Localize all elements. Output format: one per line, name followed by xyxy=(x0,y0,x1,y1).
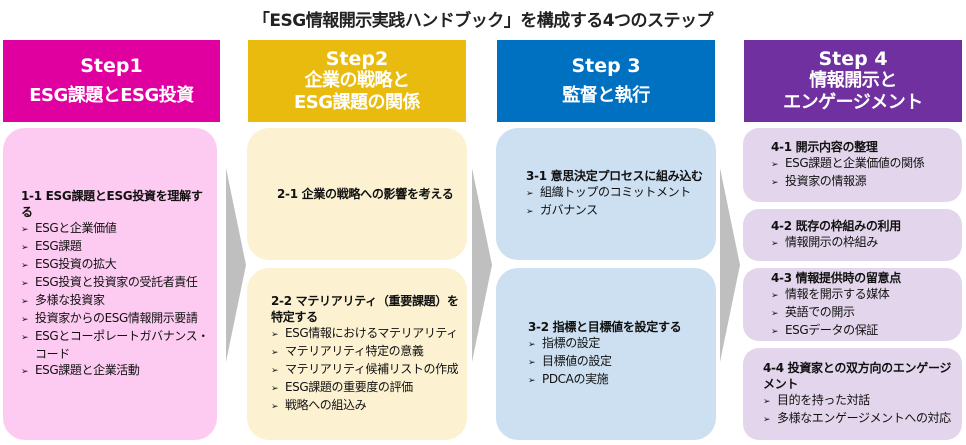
step1-subtitle: ESG課題とESG投資 xyxy=(29,85,194,106)
section-title: 3-1 意思決定プロセスに組み込む xyxy=(526,169,703,183)
step4-header: Step 4 情報開示と エンゲージメント xyxy=(744,40,962,122)
section-title: 4-1 開示内容の整理 xyxy=(771,140,878,154)
list-item: ➢ESG投資の拡大 xyxy=(21,256,209,274)
section-title: 4-4 投資家との双方向のエンゲージメント xyxy=(763,361,952,391)
arrowhead-bullet-icon: ➢ xyxy=(21,367,29,377)
section-title: 1-1 ESG課題とESG投資を理解する xyxy=(21,189,203,219)
list-item: ➢ESG課題と企業価値の関係 xyxy=(771,155,954,173)
section-4-4: 4-4 投資家との双方向のエンゲージメント ➢目的を持った対話 ➢多様なエンゲー… xyxy=(743,348,962,440)
list-item: ➢多様な投資家 xyxy=(21,292,209,310)
section-4-3-list: ➢情報を開示する媒体 ➢英語での開示 ➢ESGデータの保証 xyxy=(771,286,954,340)
section-3-2-list: ➢指標の設定 ➢目標値の設定 ➢PDCAの実施 xyxy=(528,335,708,389)
list-item: ➢マテリアリティ特定の意義 xyxy=(271,343,459,361)
step3-subtitle: 監督と執行 xyxy=(562,85,650,106)
section-2-1: 2-1 企業の戦略への影響を考える xyxy=(247,128,467,260)
arrowhead-bullet-icon: ➢ xyxy=(771,178,779,188)
arrowhead-bullet-icon: ➢ xyxy=(21,315,29,325)
section-4-2: 4-2 既存の枠組みの利用 ➢情報開示の枠組み xyxy=(743,209,962,261)
section-2-2: 2-2 マテリアリティ（重要課題）を特定する ➢ESG情報におけるマテリアリティ… xyxy=(247,268,467,440)
list-item: ➢英語での開示 xyxy=(771,304,954,322)
list-item: ➢組織トップのコミットメント xyxy=(526,184,708,202)
step1-header: Step1 ESG課題とESG投資 xyxy=(3,40,220,122)
arrowhead-bullet-icon: ➢ xyxy=(526,207,534,217)
arrow-step1-to-step2 xyxy=(226,168,246,362)
list-item: ➢目的を持った対話 xyxy=(763,392,954,410)
arrowhead-bullet-icon: ➢ xyxy=(763,415,771,425)
list-item: ➢ESG投資と投資家の受託者責任 xyxy=(21,274,209,292)
arrowhead-bullet-icon: ➢ xyxy=(21,225,29,235)
arrowhead-bullet-icon: ➢ xyxy=(771,308,779,319)
list-item: ➢マテリアリティ候補リストの作成 xyxy=(271,361,459,379)
arrowhead-bullet-icon: ➢ xyxy=(271,330,279,340)
list-item: ➢情報を開示する媒体 xyxy=(771,286,954,304)
step4-subtitle: 情報開示と エンゲージメント xyxy=(783,70,923,113)
list-item: ➢指標の設定 xyxy=(528,335,708,353)
section-title: 2-1 企業の戦略への影響を考える xyxy=(277,187,454,201)
arrowhead-bullet-icon: ➢ xyxy=(771,290,779,301)
step2-subtitle: 企業の戦略と ESG課題の関係 xyxy=(293,70,421,113)
arrowhead-bullet-icon: ➢ xyxy=(528,340,536,350)
section-4-2-list: ➢情報開示の枠組み xyxy=(771,234,954,252)
section-4-1: 4-1 開示内容の整理 ➢ESG課題と企業価値の関係 ➢投資家の情報源 xyxy=(743,128,962,202)
list-item: ➢ESGデータの保証 xyxy=(771,322,954,340)
list-item: ➢ガバナンス xyxy=(526,202,708,220)
list-item: ➢投資家からのESG情報開示要請 xyxy=(21,310,209,328)
list-item: ➢ESG課題の重要度の評価 xyxy=(271,379,459,397)
section-title: 2-2 マテリアリティ（重要課題）を特定する xyxy=(271,294,459,324)
page-title: 「ESG情報開示実践ハンドブック」を構成する4つのステップ xyxy=(252,11,714,31)
arrowhead-bullet-icon: ➢ xyxy=(21,297,29,307)
list-item: ➢投資家の情報源 xyxy=(771,173,954,191)
section-3-1-list: ➢組織トップのコミットメント ➢ガバナンス xyxy=(526,184,708,220)
arrowhead-bullet-icon: ➢ xyxy=(271,402,279,412)
step3-header: Step 3 監督と執行 xyxy=(497,40,715,122)
list-item: ➢PDCAの実施 xyxy=(528,371,708,389)
section-title: 4-3 情報提供時の留意点 xyxy=(771,270,901,285)
section-4-3: 4-3 情報提供時の留意点 ➢情報を開示する媒体 ➢英語での開示 ➢ESGデータ… xyxy=(743,268,962,341)
step2-header: Step2 企業の戦略と ESG課題の関係 xyxy=(248,40,466,122)
arrowhead-bullet-icon: ➢ xyxy=(271,384,279,394)
section-4-1-list: ➢ESG課題と企業価値の関係 ➢投資家の情報源 xyxy=(771,155,954,191)
arrowhead-bullet-icon: ➢ xyxy=(526,189,534,199)
arrowhead-bullet-icon: ➢ xyxy=(771,239,779,249)
list-item: ➢ESG情報におけるマテリアリティ xyxy=(271,325,459,343)
arrowhead-bullet-icon: ➢ xyxy=(21,279,29,289)
arrowhead-bullet-icon: ➢ xyxy=(528,358,536,368)
section-1-1: 1-1 ESG課題とESG投資を理解する ➢ESGと企業価値 ➢ESG課題 ➢E… xyxy=(3,128,217,440)
arrowhead-bullet-icon: ➢ xyxy=(771,160,779,170)
list-item: ➢戦略への組込み xyxy=(271,397,459,415)
list-item: ➢多様なエンゲージメントへの対応 xyxy=(763,410,954,428)
arrowhead-bullet-icon: ➢ xyxy=(21,333,29,343)
arrowhead-bullet-icon: ➢ xyxy=(763,397,771,407)
arrowhead-bullet-icon: ➢ xyxy=(271,366,279,376)
list-item: ➢ESG課題と企業活動 xyxy=(21,362,209,380)
list-item: ➢情報開示の枠組み xyxy=(771,234,954,252)
list-item: ➢ESG課題 xyxy=(21,238,209,256)
arrowhead-bullet-icon: ➢ xyxy=(21,243,29,253)
step1-label: Step1 xyxy=(80,55,143,77)
section-4-4-list: ➢目的を持った対話 ➢多様なエンゲージメントへの対応 xyxy=(763,392,954,428)
section-title: 4-2 既存の枠組みの利用 xyxy=(771,219,901,233)
list-item: ➢ESGと企業価値 xyxy=(21,220,209,238)
list-item: ➢ESGとコーポレートガバナンス・コード xyxy=(21,329,209,361)
arrow-step3-to-step4 xyxy=(720,168,740,362)
section-1-1-list: ➢ESGと企業価値 ➢ESG課題 ➢ESG投資の拡大 ➢ESG投資と投資家の受託… xyxy=(21,220,209,380)
arrowhead-bullet-icon: ➢ xyxy=(771,326,779,337)
arrow-step2-to-step3 xyxy=(472,168,492,362)
section-title: 3-2 指標と目標値を設定する xyxy=(528,320,682,334)
section-2-2-list: ➢ESG情報におけるマテリアリティ ➢マテリアリティ特定の意義 ➢マテリアリティ… xyxy=(271,325,459,415)
arrowhead-bullet-icon: ➢ xyxy=(528,376,536,386)
arrowhead-bullet-icon: ➢ xyxy=(271,348,279,358)
step2-label: Step2 xyxy=(325,48,389,70)
step3-label: Step 3 xyxy=(571,55,641,77)
list-item: ➢目標値の設定 xyxy=(528,353,708,371)
arrowhead-bullet-icon: ➢ xyxy=(21,261,29,271)
step4-label: Step 4 xyxy=(818,48,888,70)
section-3-2: 3-2 指標と目標値を設定する ➢指標の設定 ➢目標値の設定 ➢PDCAの実施 xyxy=(496,268,716,440)
section-3-1: 3-1 意思決定プロセスに組み込む ➢組織トップのコミットメント ➢ガバナンス xyxy=(496,128,716,260)
